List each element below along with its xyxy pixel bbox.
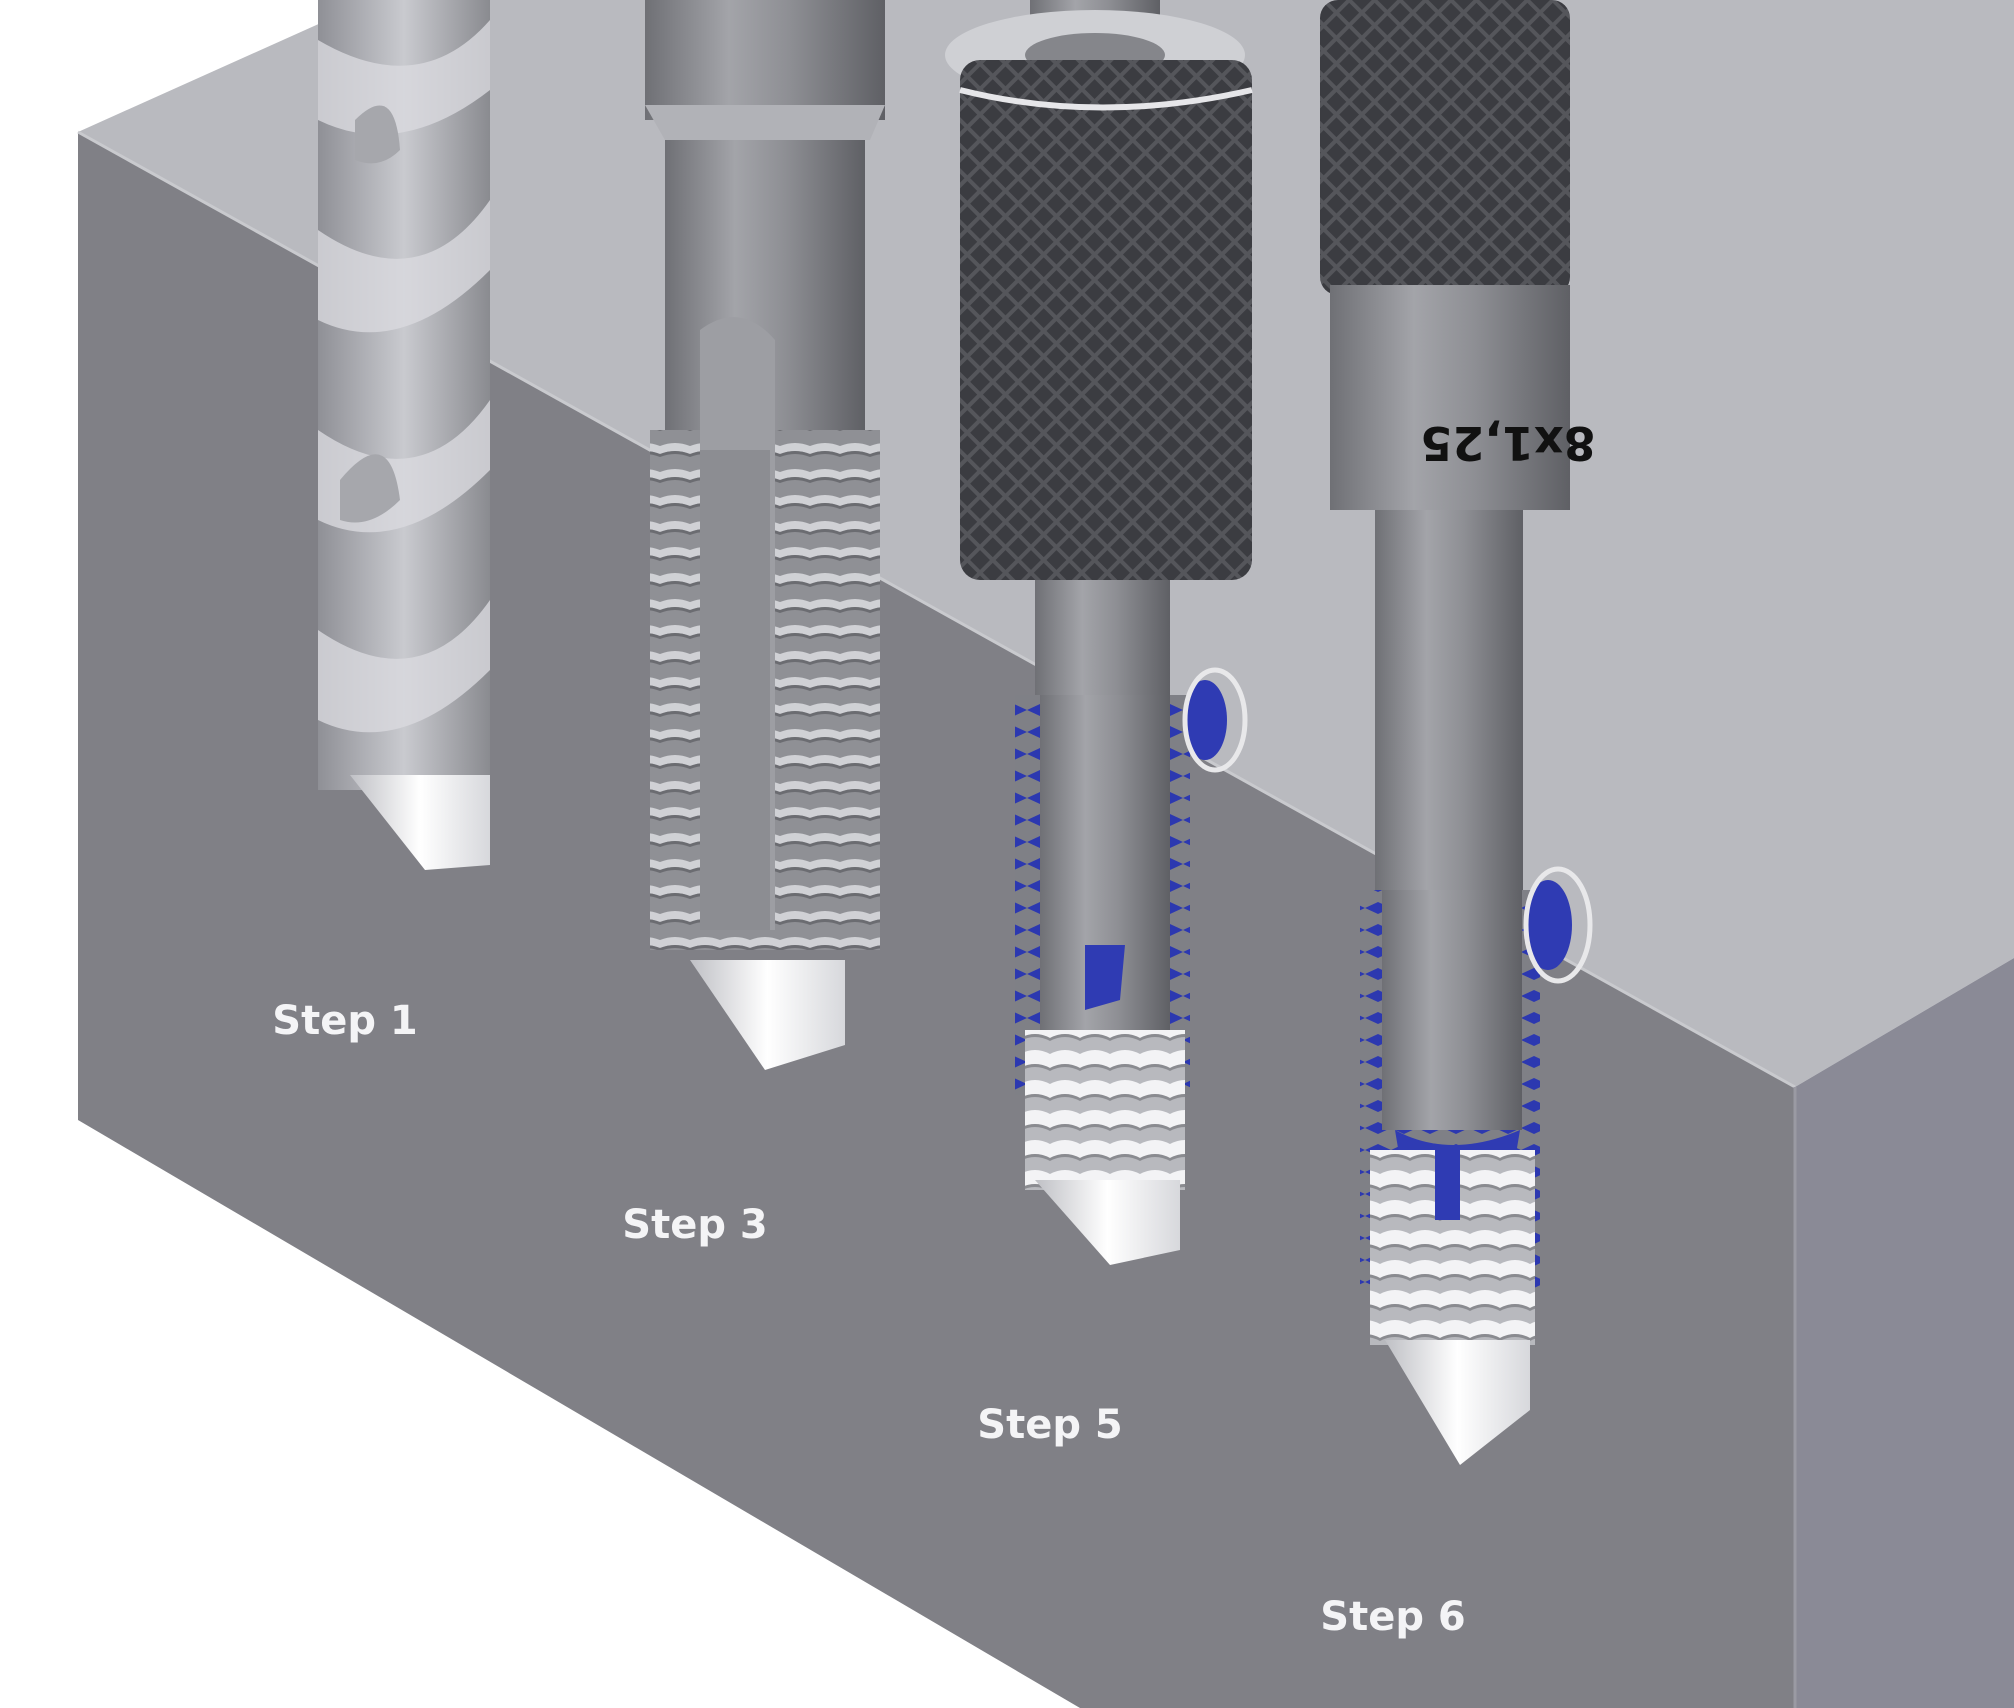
insert-tool-icon: [945, 0, 1253, 1265]
insert-gauge-tool-icon: 8x1,25: [1320, 0, 1596, 1465]
drill-bit-icon: [318, 0, 490, 870]
block-front-face: [78, 132, 1795, 1708]
thread-size-label: 8x1,25: [1420, 416, 1595, 470]
step-6-label: Step 6: [1320, 1594, 1465, 1640]
step-1-label: Step 1: [272, 998, 417, 1044]
step-5-label: Step 5: [977, 1402, 1122, 1448]
block-side-face: [1795, 958, 2014, 1708]
step-3-label: Step 3: [622, 1202, 767, 1248]
tap-tool-icon: [645, 0, 885, 1070]
